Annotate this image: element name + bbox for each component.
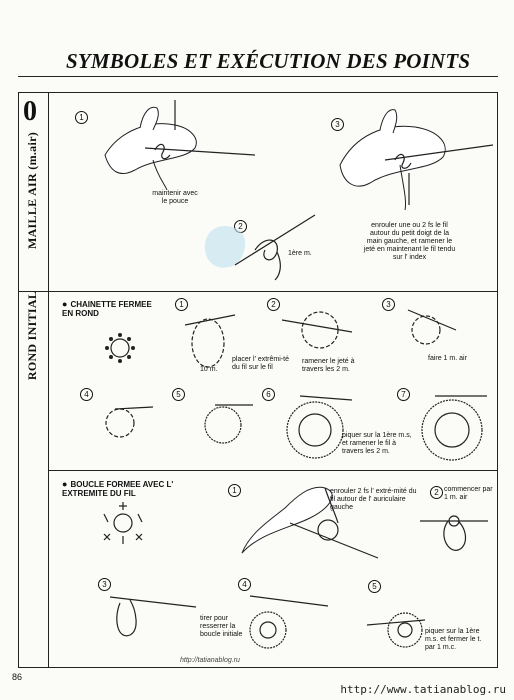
boucle-symbol [103,502,143,544]
frame-left [18,92,19,668]
maille-air-label-box: MAILLE AIR (m.air) [18,130,48,250]
maille-air-label: MAILLE AIR (m.air) [25,131,40,249]
caption-enrouler-2fs: enrouler 2 fs l' extré-mité du fil autou… [330,488,417,511]
caption-piquer-fermer: piquer sur la 1ère m.s. et fermer le t. … [425,628,482,651]
sidebar-divider [48,92,49,668]
rond-initial-label: ROND INITIAL [25,290,40,380]
hand-illustration-boucle-1 [241,486,379,559]
step-number: 1 [175,298,188,311]
frame-bottom [18,667,498,668]
caption-enrouler: enrouler une ou 2 fs le fil autour du pe… [363,222,456,261]
step-number: 4 [238,578,251,591]
page-number: 86 [12,672,23,682]
step-number: 2 [430,486,443,499]
caption-commencer: commencer par 1 m. air [444,486,493,501]
hand-illustration-3 [339,109,494,211]
heading-boucle: BOUCLE FORMEE AVEC L' EXTREMITE DU FIL [62,480,182,498]
loop-illustration-boucle-2 [420,515,488,551]
caption-faire: faire 1 m. air [428,355,467,362]
chain-ring-7 [421,395,487,461]
section-divider-2 [48,470,498,471]
frame-top [18,92,498,93]
step-number: 5 [172,388,185,401]
caption-piquer-ms: piquer sur la 1ère m.s, et ramener le fi… [342,432,412,455]
caption-1ere-m: 1ère m. [288,250,312,257]
chainette-symbol [105,333,135,363]
step-number: 5 [368,580,381,593]
frame-right [497,92,498,668]
page-title: SYMBOLES ET EXÉCUTION DES POINTS [66,49,471,73]
step-number: 1 [228,484,241,497]
step-number: 3 [382,298,395,311]
chain-ring-1 [184,314,236,368]
caption-ramener: ramener le jeté à travers les 2 m. [302,358,355,373]
step-number: 7 [397,388,410,401]
chain-ring-4 [105,406,154,438]
caption-10m: 10 m. [200,366,218,373]
chain-ring-6 [286,395,353,459]
step-number: 3 [98,578,111,591]
loop-illustration-boucle-3 [109,596,197,637]
title-rule [18,76,498,77]
rond-initial-label-box: ROND INITIAL [18,290,48,379]
chain-ring-5 [204,404,253,444]
hand-illustration-1 [104,100,256,191]
section-divider-1 [18,291,498,292]
step-number: 6 [262,388,275,401]
loop-illustration-2 [204,214,316,281]
caption-placer: placer l' extrêmi-té du fil sur le fil [232,356,289,371]
ring-illustration-boucle-4 [249,595,329,649]
step-number: 1 [75,111,88,124]
watermark: http://www.tatianablog.ru [340,683,506,696]
ring-illustration-boucle-5 [366,612,426,648]
chain-ring-2 [281,311,353,349]
caption-tirer: tirer pour resserrer la boucle initiale [200,615,243,638]
source-url: http://tatianablog.ru [180,657,240,664]
step-number: 2 [267,298,280,311]
maille-air-symbol: 0 [23,96,37,127]
step-number: 4 [80,388,93,401]
chain-ring-3 [407,309,457,345]
step-number: 3 [331,118,344,131]
caption-maintenir: maintenir avec le pouce [152,190,198,205]
heading-chainette: CHAINETTE FERMEE EN ROND [62,300,152,318]
